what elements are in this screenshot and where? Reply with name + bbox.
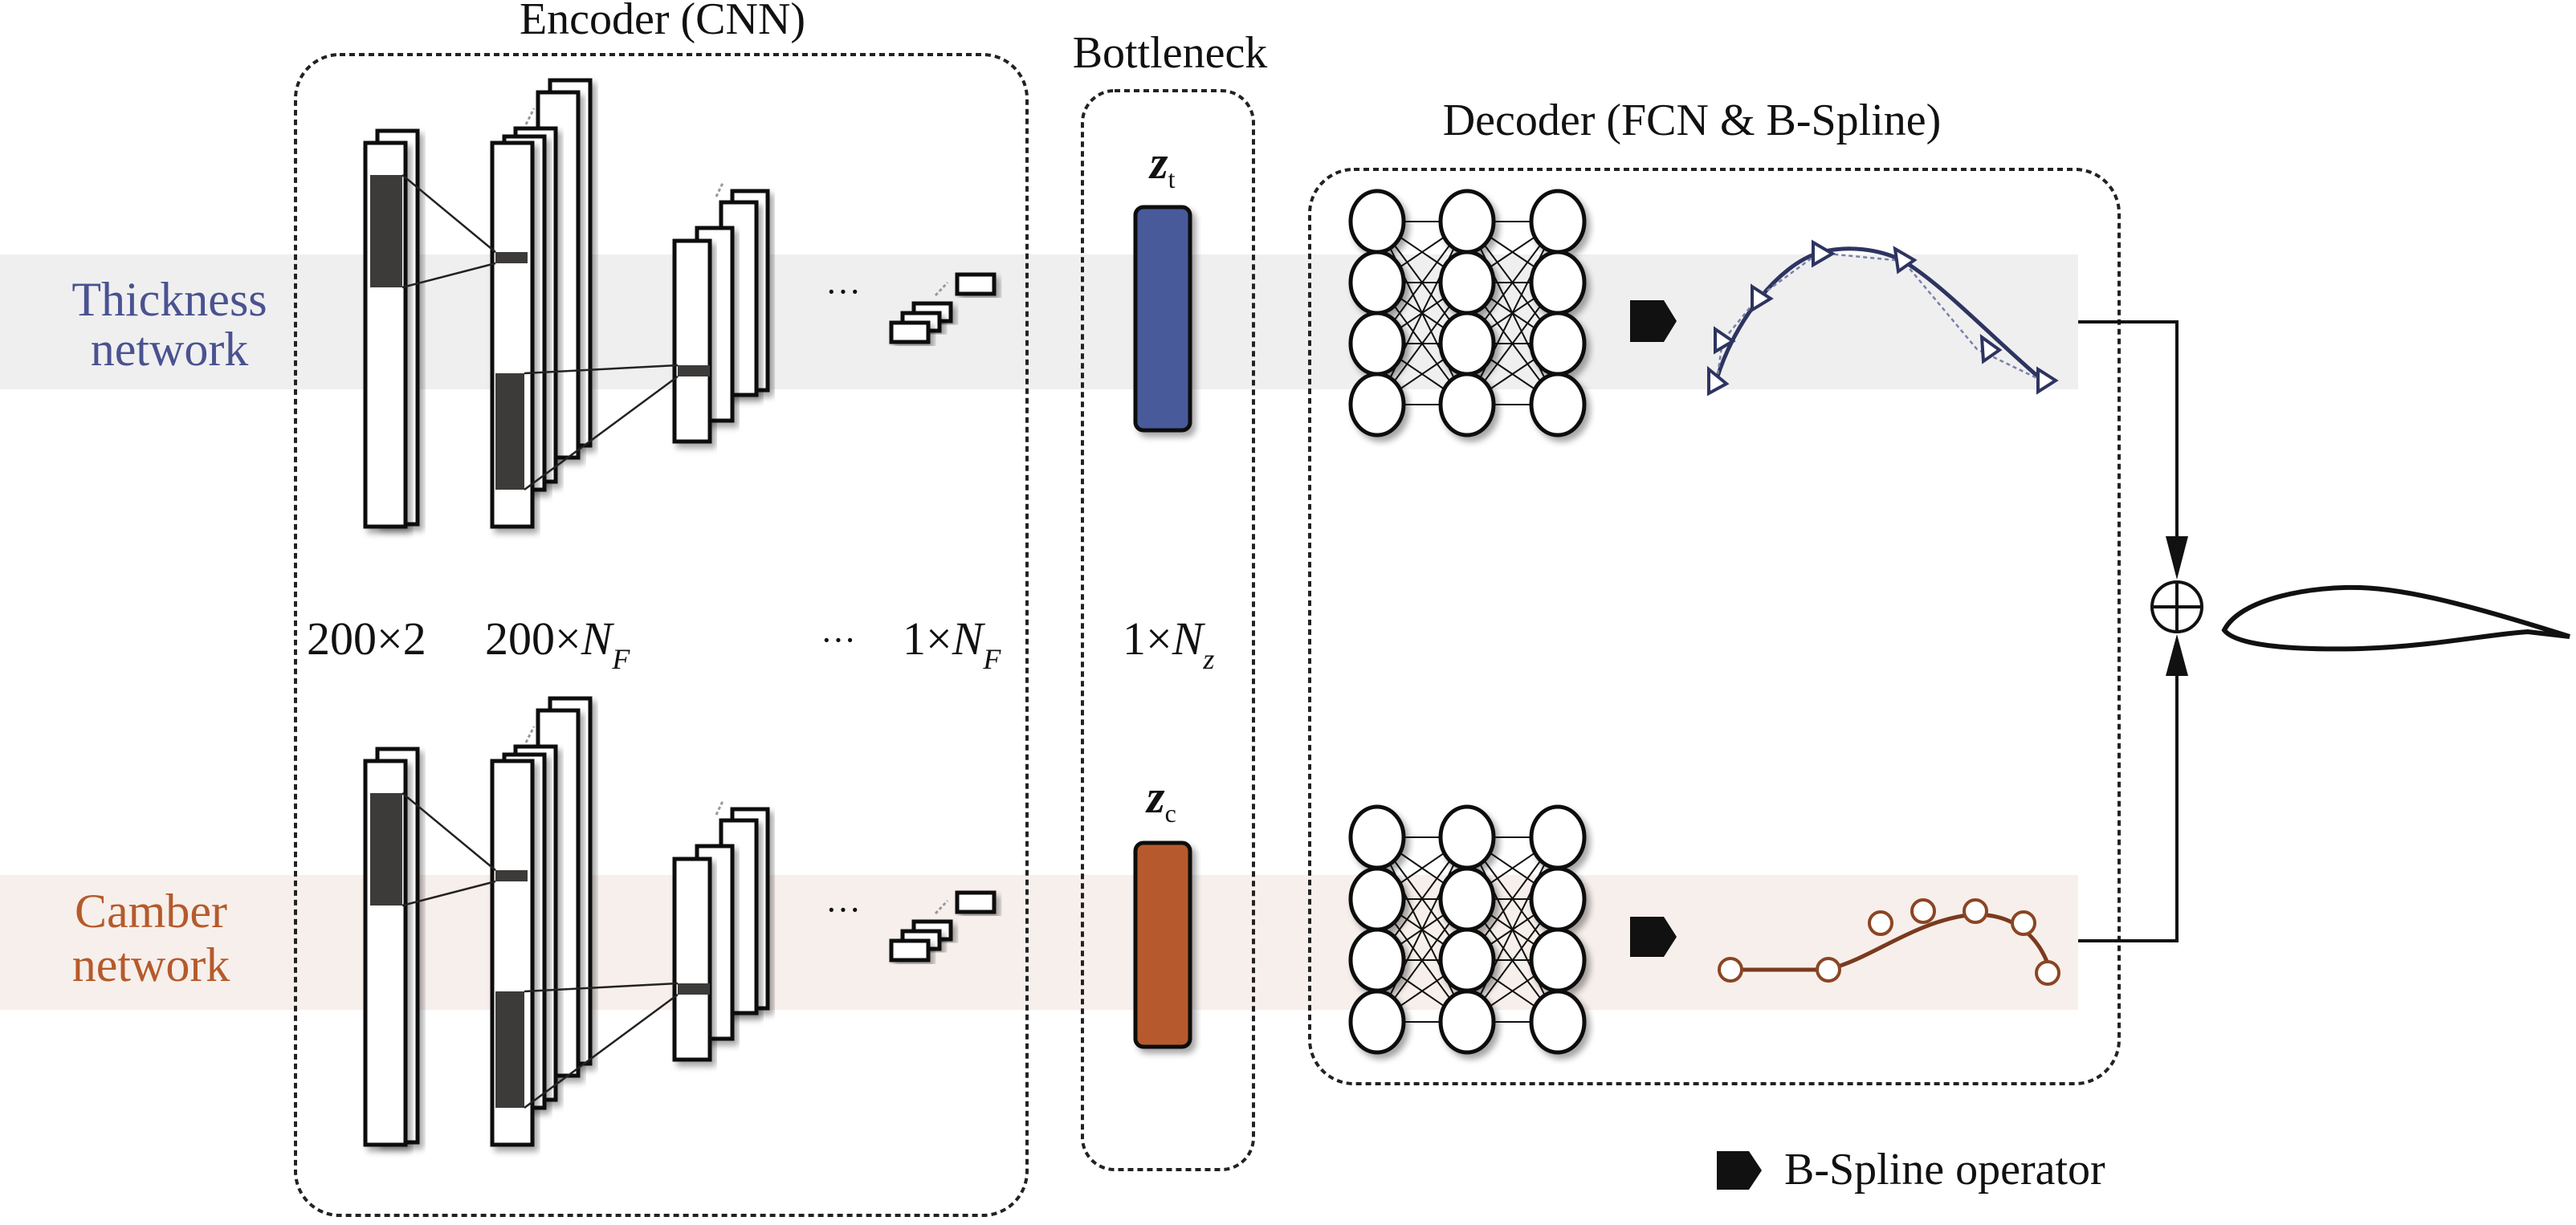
fcn-node: [1438, 927, 1496, 993]
dim-ellipsis: ···: [821, 621, 856, 660]
fcn-node: [1348, 927, 1406, 993]
bspline-operator-icon: [1630, 300, 1677, 342]
input-kernel: [370, 175, 402, 287]
dim-input: 200×2: [307, 612, 426, 665]
thickness-band: [0, 254, 2078, 389]
thickness-bspline-curve: [1707, 239, 2059, 397]
fcn-node: [1529, 189, 1587, 254]
fcn-edge: [1376, 221, 1468, 405]
fcn-node: [1348, 250, 1406, 315]
bspline-operator-icon: [1630, 917, 1677, 957]
fcn-edge: [1376, 836, 1468, 1023]
camber-network-label: Camber network: [72, 885, 230, 991]
fcn-node: [1438, 311, 1496, 376]
fcn-node: [1438, 372, 1496, 438]
thickness-network-label: Thickness network: [71, 273, 267, 376]
fcn-node: [1348, 372, 1406, 438]
fcn-node: [1529, 372, 1587, 438]
fcn-node: [1438, 250, 1496, 315]
camber-band: [0, 875, 2078, 1010]
fcn-node: [1438, 989, 1496, 1055]
fcn-node: [1348, 189, 1406, 254]
camber-label-line2: network: [72, 938, 230, 991]
fcn-node: [1529, 989, 1587, 1055]
conv1-kernel-a: [495, 252, 528, 263]
conv2-kernel: [678, 983, 710, 995]
camber-cnn: ···: [363, 696, 997, 1147]
thickness-cnn: ···: [363, 78, 997, 529]
input-kernel: [370, 793, 402, 906]
fcn-node: [1529, 250, 1587, 315]
fcn-node: [1438, 189, 1496, 254]
conv1-kernel-a: [495, 870, 528, 881]
camber-fcn: [1348, 804, 1587, 1055]
encoder-title: Encoder (CNN): [520, 0, 805, 44]
fcn-node: [1348, 311, 1406, 376]
airfoil-shape: [2221, 584, 2570, 652]
fcn-edge: [1466, 836, 1559, 1023]
combine-operator-icon: [2150, 580, 2203, 633]
control-point-markers: [1718, 898, 2060, 986]
dim-last: 1×NF: [903, 612, 1001, 675]
output-connectors: [2078, 320, 2179, 942]
thickness-label-line2: network: [91, 323, 249, 376]
fcn-node: [1529, 866, 1587, 932]
final-block-back: [955, 272, 997, 296]
dimension-labels: 200×2 200×NF ··· 1×NF 1×Nz: [307, 612, 1214, 675]
thickness-fcn: [1348, 189, 1587, 438]
fcn-node: [1529, 311, 1587, 376]
fcn-node: [1348, 866, 1406, 932]
final-block-back: [955, 890, 997, 914]
conv1-kernel-b: [495, 991, 524, 1108]
bottleneck-title: Bottleneck: [1073, 28, 1268, 78]
encoder-box: [294, 53, 1029, 1217]
conv1-kernel-b: [495, 373, 524, 490]
decoder-title: Decoder (FCN & B-Spline): [1443, 96, 1942, 145]
final-block: [889, 320, 931, 344]
camber-label-line1: Camber: [75, 885, 227, 938]
legend: B-Spline operator: [1717, 1145, 2105, 1194]
encoder-ellipsis: ···: [825, 890, 861, 930]
fcn-node: [1529, 804, 1587, 870]
dim-latent: 1×Nz: [1123, 612, 1214, 675]
dim-conv1: 200×NF: [485, 612, 630, 675]
latent-camber-bar: [1133, 840, 1192, 1049]
fcn-node: [1348, 804, 1406, 870]
encoder-ellipsis: ···: [825, 272, 861, 311]
legend-label: B-Spline operator: [1784, 1145, 2105, 1194]
fcn-node: [1348, 989, 1406, 1055]
latent-camber-label: zc: [1145, 771, 1176, 828]
camber-bspline-curve: [1718, 898, 2060, 986]
bspline-operator-legend-icon: [1717, 1151, 1762, 1190]
latent-thickness-label: zt: [1148, 136, 1176, 193]
conv2-layer: [672, 238, 712, 444]
fcn-node: [1438, 804, 1496, 870]
final-block: [889, 938, 931, 962]
thickness-label-line1: Thickness: [71, 273, 267, 326]
conv2-layer: [672, 857, 712, 1062]
fcn-node: [1529, 927, 1587, 993]
decoder-box: [1308, 168, 2121, 1085]
conv2-kernel: [678, 365, 710, 376]
bottleneck-box: [1081, 89, 1255, 1171]
fcn-edge: [1466, 221, 1559, 405]
arrowhead-up-icon: [2166, 634, 2188, 676]
latent-thickness-bar: [1133, 205, 1192, 433]
arrowhead-down-icon: [2166, 536, 2188, 580]
fcn-node: [1438, 866, 1496, 932]
control-point-markers: [1707, 239, 2059, 397]
